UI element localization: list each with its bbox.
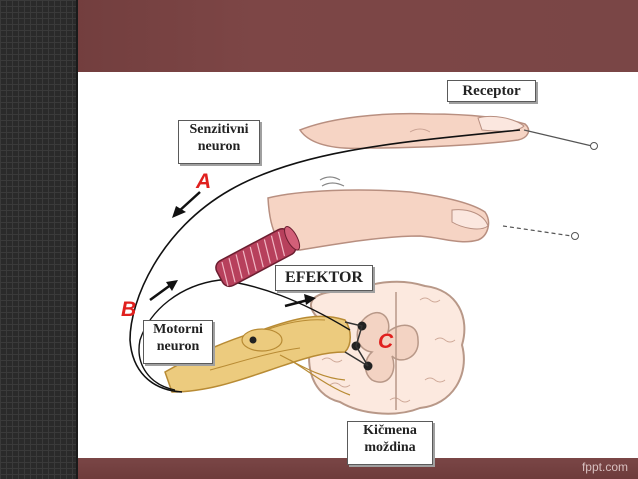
sensory-fiber bbox=[129, 129, 521, 393]
label-sensory-neuron-line1: Senzitivni bbox=[189, 122, 249, 137]
label-spinal-cord-line2: moždina bbox=[364, 440, 416, 455]
motor-fiber bbox=[138, 279, 351, 391]
label-motor-neuron: Motorni neuron bbox=[143, 320, 213, 364]
upper-finger bbox=[298, 112, 530, 150]
lower-finger bbox=[267, 176, 490, 251]
stimulus-needle bbox=[502, 225, 579, 240]
nerve-bundle bbox=[164, 315, 373, 396]
arrow-b-icon bbox=[149, 280, 178, 302]
footer-bar bbox=[78, 458, 638, 479]
spinal-cord bbox=[308, 280, 466, 415]
label-motor-neuron-line2: neuron bbox=[156, 339, 200, 354]
label-sensory-neuron: Senzitivni neuron bbox=[178, 120, 260, 164]
label-spinal-cord: Kičmena moždina bbox=[347, 421, 433, 465]
letter-c: C bbox=[378, 330, 394, 353]
label-receptor: Receptor bbox=[447, 80, 536, 102]
label-spinal-cord-line1: Kičmena bbox=[363, 423, 417, 438]
arrow-efektor-icon bbox=[284, 294, 316, 308]
label-effector: EFEKTOR bbox=[275, 265, 373, 291]
header-banner bbox=[0, 0, 638, 72]
watermark: fppt.com bbox=[581, 460, 628, 474]
label-sensory-neuron-line2: neuron bbox=[197, 139, 241, 154]
arrow-a-icon bbox=[172, 191, 201, 218]
label-motor-neuron-line1: Motorni bbox=[153, 322, 203, 337]
decorative-grid-strip bbox=[0, 0, 78, 479]
direction-arrows bbox=[149, 191, 316, 308]
receptor-needle bbox=[523, 129, 598, 150]
muscle-effector bbox=[215, 226, 301, 288]
letter-a: A bbox=[196, 170, 212, 193]
letter-b: B bbox=[121, 298, 137, 321]
